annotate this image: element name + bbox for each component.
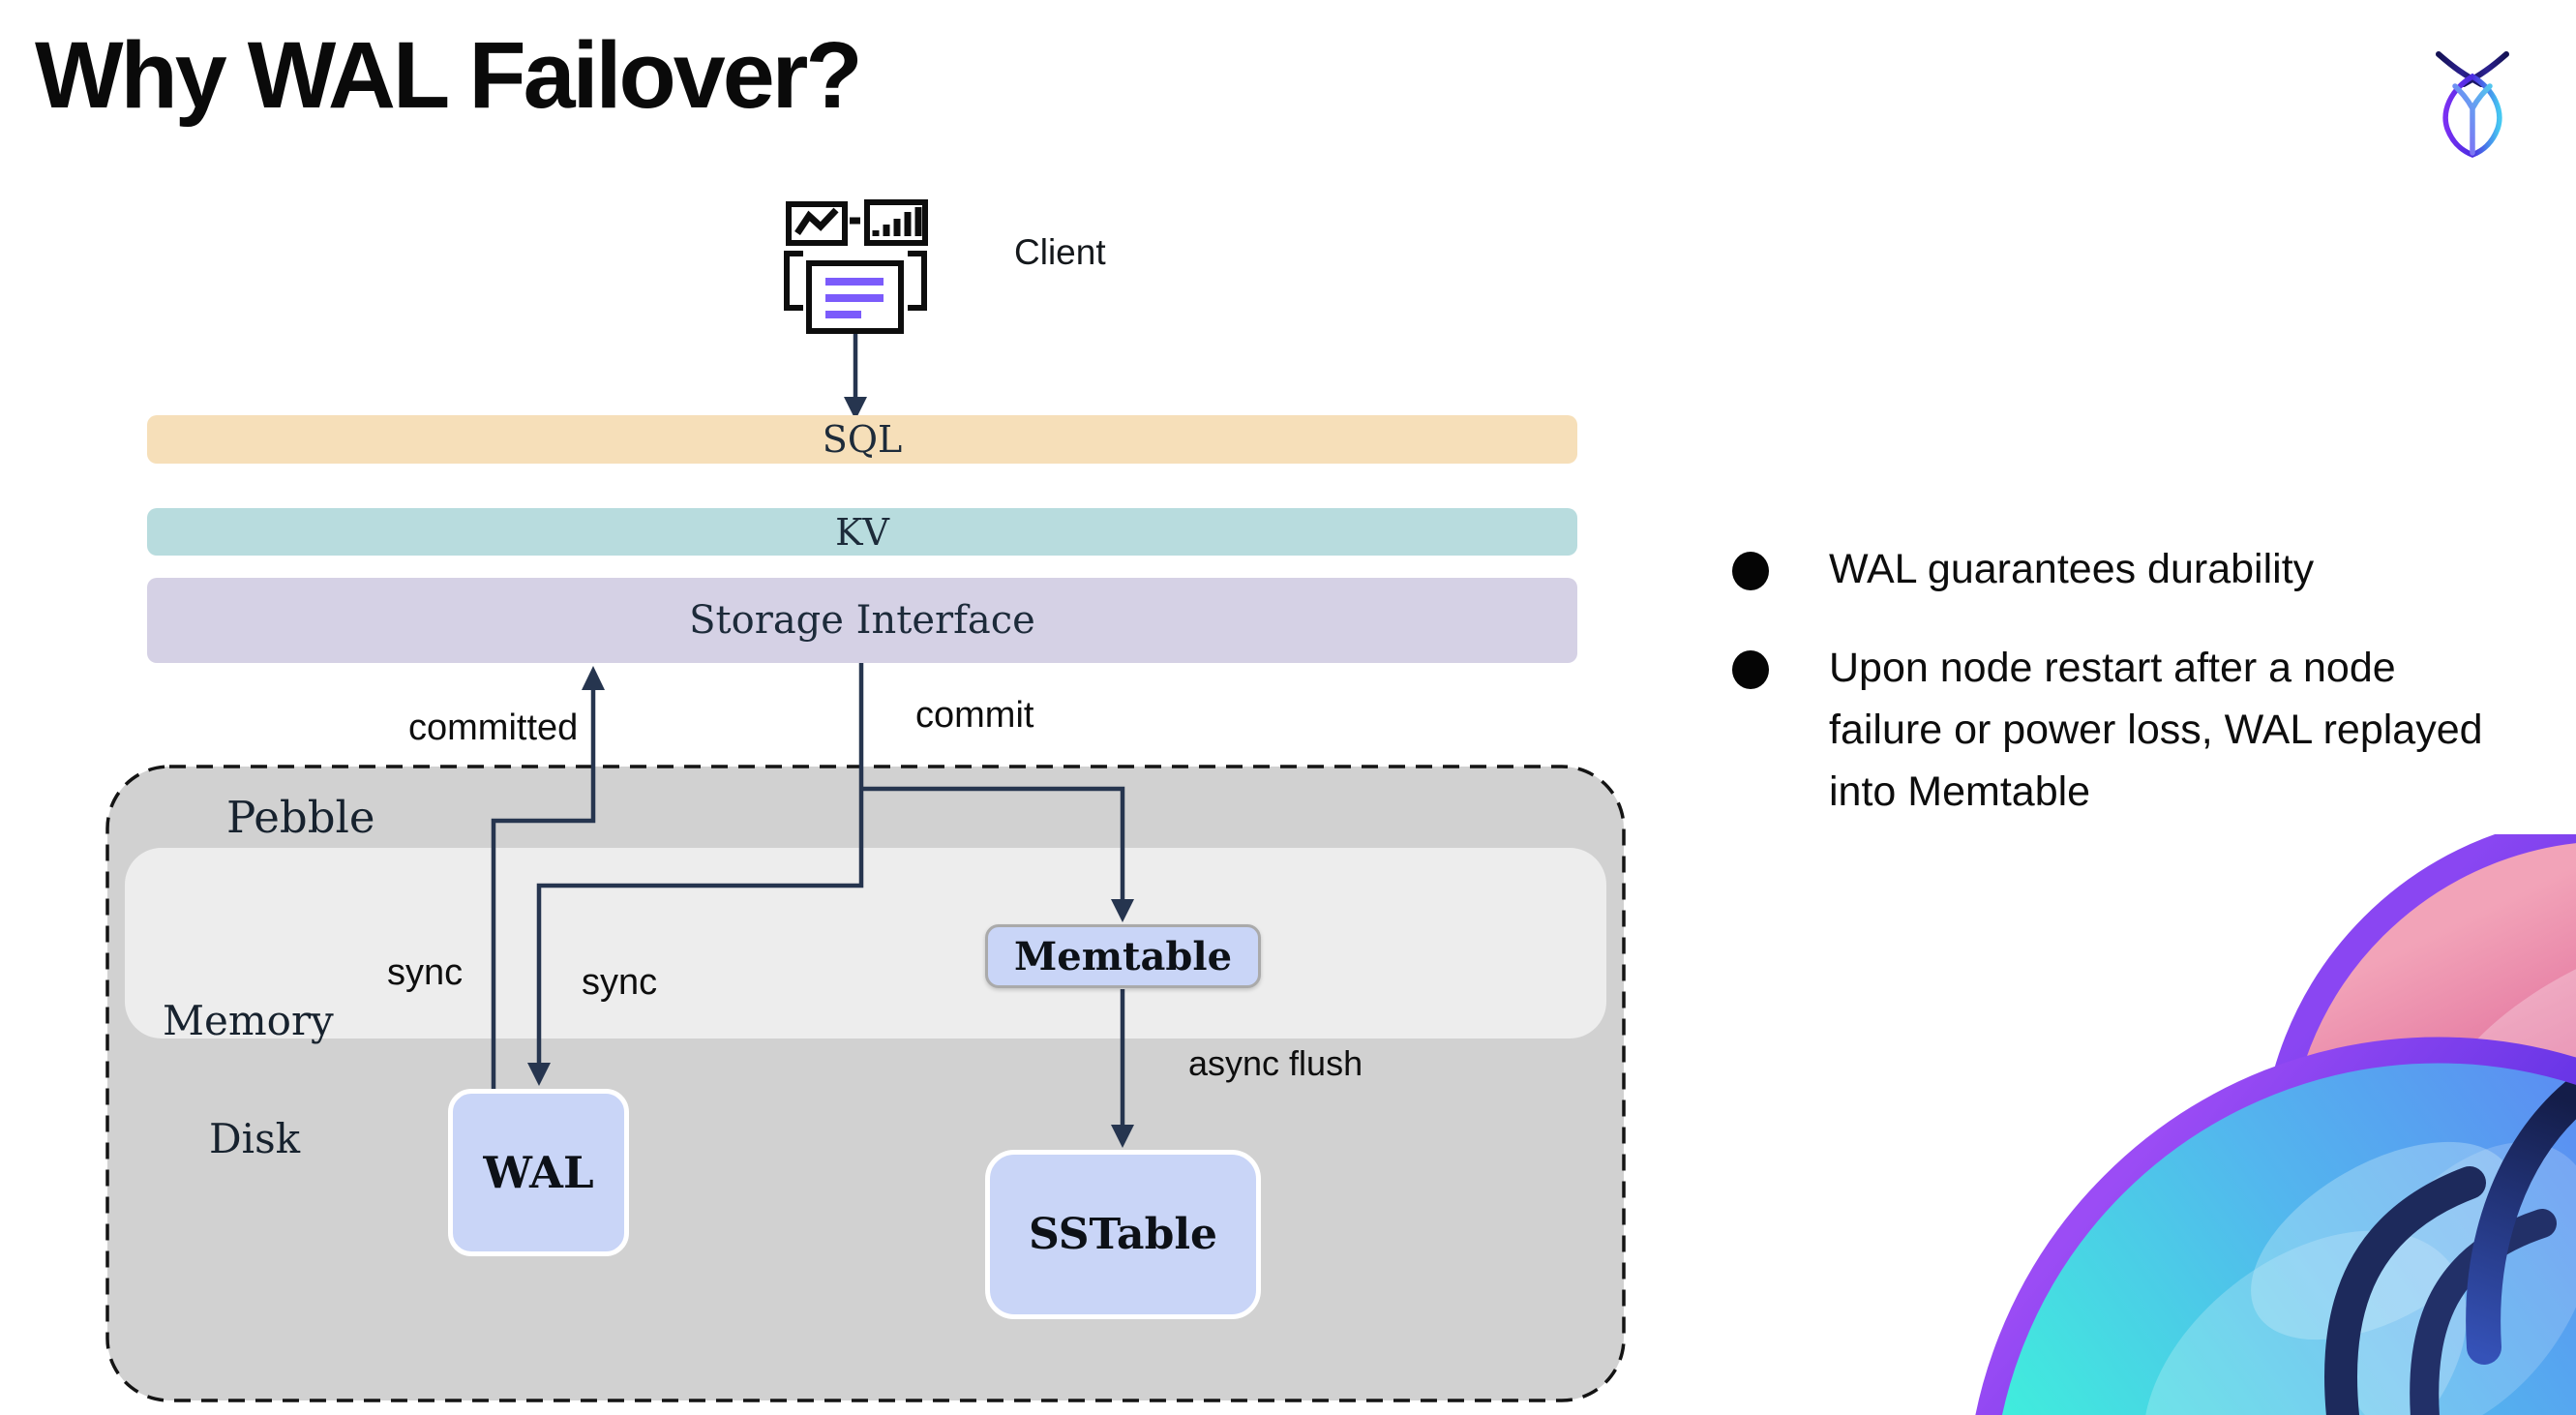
leaf-veins bbox=[2324, 1078, 2576, 1415]
arrowhead-committed-up bbox=[582, 666, 605, 690]
arrowheads bbox=[527, 397, 1134, 1148]
layer-sql-label: SQL bbox=[822, 418, 903, 461]
bracket-left bbox=[784, 251, 803, 311]
bullet-list: WAL guarantees durability Upon node rest… bbox=[1732, 538, 2516, 859]
bracket-right bbox=[908, 251, 927, 311]
memory-band bbox=[125, 848, 1606, 1039]
memory-label: Memory bbox=[163, 997, 334, 1044]
slide-title: Why WAL Failover? bbox=[35, 22, 863, 128]
arrowhead-into-wal bbox=[527, 1063, 551, 1086]
brand-decoration bbox=[1975, 834, 2576, 1415]
layer-storage-interface-label: Storage Interface bbox=[689, 598, 1035, 643]
sstable-label: SSTable bbox=[1028, 1210, 1218, 1259]
cockroachdb-logo-icon bbox=[2436, 51, 2509, 158]
async-flush-edge-label: async flush bbox=[1188, 1043, 1363, 1083]
wal-node: WAL bbox=[448, 1089, 629, 1256]
disk-label: Disk bbox=[209, 1115, 301, 1162]
bullet-text: Upon node restart after a node failure o… bbox=[1829, 645, 2483, 815]
memtable-node: Memtable bbox=[985, 924, 1261, 988]
arrowhead-into-sql bbox=[844, 397, 867, 420]
arrowhead-into-memtable bbox=[1111, 899, 1134, 922]
sync-right-edge-label: sync bbox=[582, 962, 658, 1003]
layer-storage-interface: Storage Interface bbox=[147, 578, 1577, 663]
bullet-item: WAL guarantees durability bbox=[1732, 538, 2516, 600]
edge-committed bbox=[491, 689, 596, 1089]
connector-lines bbox=[491, 333, 1125, 1125]
layer-kv-label: KV bbox=[835, 510, 889, 554]
edge-commit-memtable bbox=[861, 786, 1125, 910]
arrowhead-into-sstable bbox=[1111, 1125, 1134, 1148]
sstable-node: SSTable bbox=[985, 1150, 1261, 1319]
wal-label: WAL bbox=[483, 1147, 594, 1198]
pebble-label: Pebble bbox=[226, 792, 375, 843]
bullet-dot bbox=[1732, 650, 1769, 689]
bullet-text: WAL guarantees durability bbox=[1829, 546, 2315, 592]
sync-left-edge-label: sync bbox=[387, 952, 464, 993]
layer-sql: SQL bbox=[147, 415, 1577, 464]
committed-edge-label: committed bbox=[408, 708, 579, 748]
layer-kv: KV bbox=[147, 508, 1577, 556]
edge-commit-sync bbox=[536, 662, 864, 1065]
bullet-dot bbox=[1732, 552, 1769, 590]
document-text-lines bbox=[825, 278, 884, 318]
client-label: Client bbox=[1014, 232, 1106, 272]
memtable-label: Memtable bbox=[1013, 933, 1233, 979]
bullet-item: Upon node restart after a node failure o… bbox=[1732, 637, 2516, 823]
cyan-sphere-ring bbox=[1975, 1037, 2576, 1415]
client-icon bbox=[784, 199, 928, 334]
commit-edge-label: commit bbox=[915, 695, 1034, 736]
